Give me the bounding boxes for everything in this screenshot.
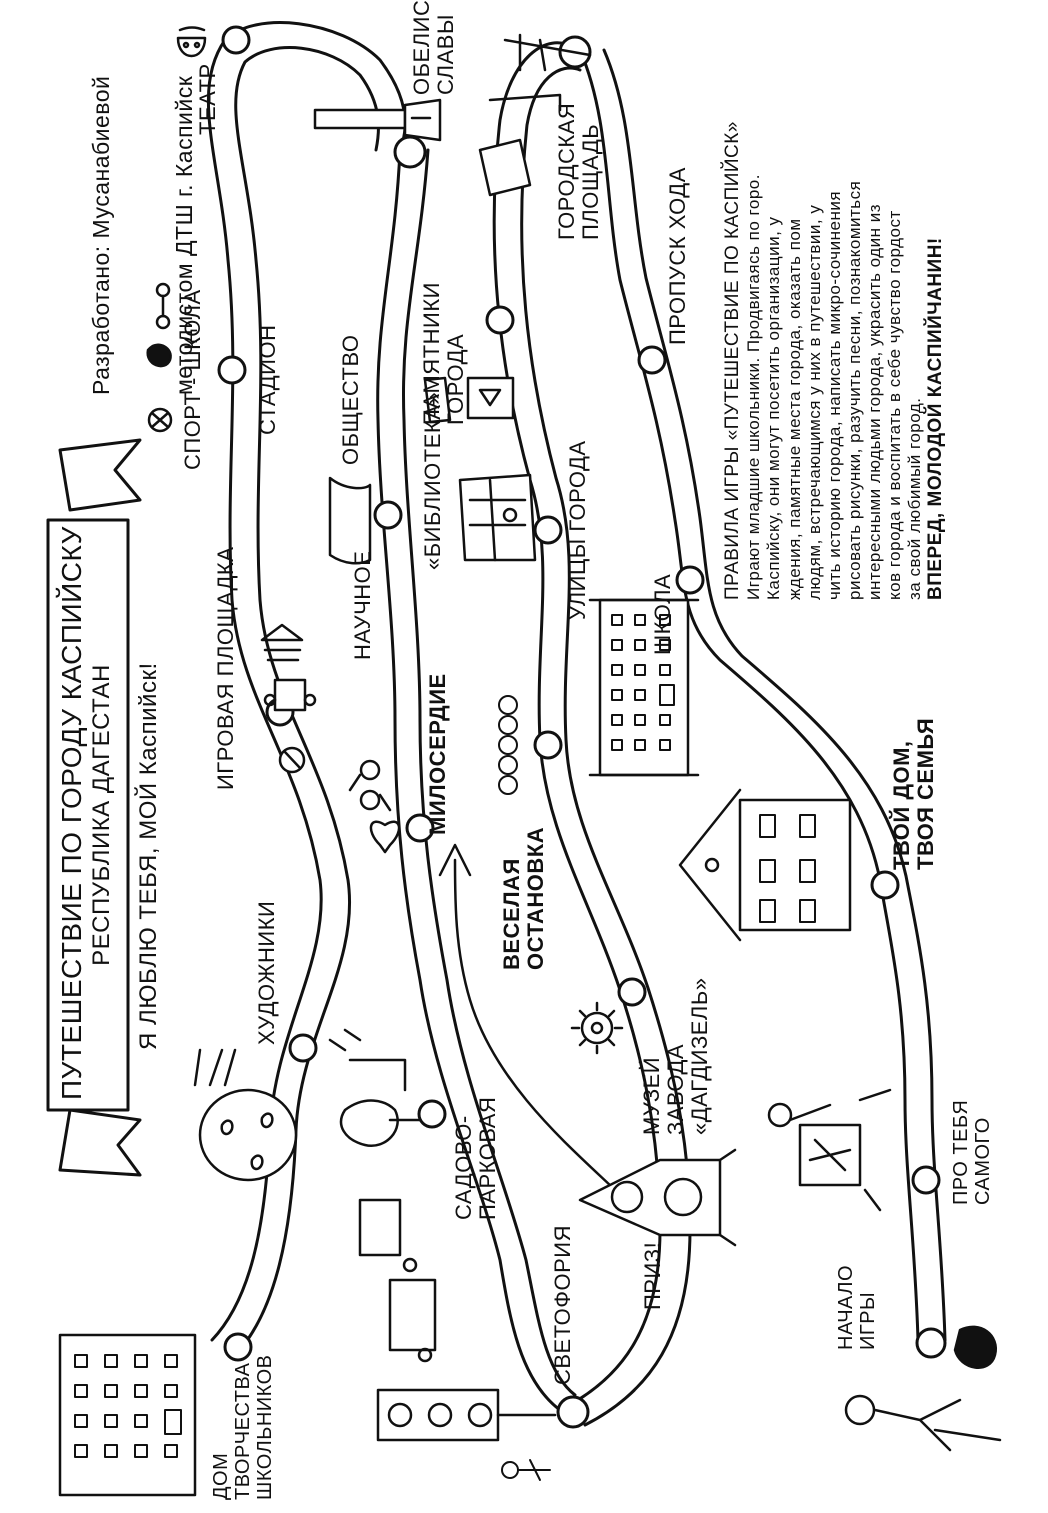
painter-icon — [767, 1088, 892, 1212]
circle-sadovo — [417, 1099, 447, 1129]
library-icon — [328, 473, 537, 565]
title-banner-shape — [46, 438, 142, 1177]
station-label-teatr: ТЕАТР — [195, 63, 220, 135]
boy-with-dog-icon — [844, 1325, 1002, 1452]
title-line-2: РЕСПУБЛИКА ДАГЕСТАН — [88, 664, 115, 966]
rules-closing: ВПЕРЕД, МОЛОДОЙ КАСПИЙЧАНИН! — [924, 237, 946, 600]
city-square-icon — [478, 33, 592, 197]
creativity-house-icon — [58, 1333, 197, 1497]
circle-propusk — [637, 345, 667, 375]
station-label-tvoy-dom: ТВОЙ ДОМ, ТВОЯ СЕМЬЯ — [889, 717, 939, 870]
station-label-ulitsy: УЛИЦЫ ГОРОДА — [565, 440, 590, 620]
station-label-veselaya: ВЕСЕЛАЯ ОСТАНОВКА — [499, 826, 549, 970]
motto: Я ЛЮБЛЮ ТЕБЯ, МОЙ Каспийск! — [135, 662, 162, 1050]
theatre-masks-icon — [176, 26, 207, 58]
station-label-propusk: ПРОПУСК ХОДА — [665, 167, 690, 345]
mercy-icon — [348, 759, 401, 854]
cars-icon — [358, 1198, 437, 1363]
palette-icon — [193, 1048, 298, 1182]
circle-miloserdie — [405, 813, 435, 843]
funny-faces-icon — [498, 695, 518, 795]
circle-obelisk — [393, 135, 427, 169]
station-label-shkola: ШКОЛА — [650, 573, 675, 655]
station-label-miloserdie: МИЛОСЕРДИЕ — [425, 673, 450, 835]
station-label-igrovaya: ИГРОВАЯ ПЛОЩАДКА — [213, 546, 238, 790]
station-label-muzey: МУЗЕЙ ЗАВОДА «ДАГДИЗЕЛЬ» — [639, 977, 713, 1135]
circle-pro-tebya — [911, 1165, 941, 1195]
circle-shkola — [675, 565, 705, 595]
circle-dom-tvorchestva — [223, 1332, 253, 1362]
traffic-light-icon — [376, 1388, 557, 1442]
station-label-priz: ПРИЗ! — [640, 1241, 665, 1310]
trees-icon — [328, 1028, 422, 1148]
title-line-1: ПУТЕШЕСТВИЕ ПО ГОРОДУ КАСПИЙСКУ — [56, 526, 87, 1100]
station-label-obelisk: ОБЕЛИСК СЛАВЫ — [409, 0, 459, 95]
station-label-sadovo: САДОВО- ПАРКОВАЯ — [451, 1096, 501, 1220]
station-label-stadion: СТАДИОН — [255, 324, 280, 435]
rules-block: ПРАВИЛА ИГРЫ «ПУТЕШЕСТВИЕ ПО КАСПИЙСК» И… — [722, 121, 947, 600]
gear-icon — [570, 1001, 624, 1055]
station-label-gorodskaya: ГОРОДСКАЯ ПЛОЩАДЬ — [554, 102, 604, 240]
circle-muzey — [617, 977, 647, 1007]
station-label-khudozhniki: ХУДОЖНИКИ — [254, 900, 279, 1045]
station-label-pamyatniki: ПАМЯТНИКИ ГОРОДА — [419, 282, 469, 425]
circle-nachalo — [915, 1327, 947, 1359]
circle-nauchnoe — [373, 500, 403, 530]
circle-pamyatniki — [485, 305, 515, 335]
school-building-icon — [588, 598, 700, 777]
shortcut-arrow — [438, 843, 642, 1217]
obelisk-icon — [313, 98, 442, 142]
station-label-nauchnoe: НАУЧНОЕ — [350, 550, 375, 660]
station-label-obshchestvo: ОБЩЕСТВО — [338, 334, 363, 466]
circle-khudozhniki — [288, 1033, 318, 1063]
rules-heading: ПРАВИЛА ИГРЫ «ПУТЕШЕСТВИЕ ПО КАСПИЙСК» — [722, 121, 743, 600]
station-label-nachalo: НАЧАЛО ИГРЫ — [835, 1264, 879, 1350]
circle-tvoy-dom — [870, 870, 900, 900]
station-label-dom: ДОМ ТВОРЧЕСТВА ШКОЛЬНИКОВ — [210, 1354, 276, 1500]
rules-body: Играют младшие школьники. Продвигаясь по… — [744, 174, 924, 600]
house-icon — [678, 788, 852, 942]
circle-svetoforiya — [556, 1395, 590, 1429]
station-label-sport: СПОРТ - ШКОЛА — [180, 289, 205, 470]
circle-teatr — [221, 25, 251, 55]
sport-icons — [146, 282, 173, 433]
station-label-svetoforiya: СВЕТОФОРИЯ — [550, 1224, 575, 1385]
circle-sport — [217, 355, 247, 385]
title-banner: ПУТЕШЕСТВИЕ ПО ГОРОДУ КАСПИЙСКУ РЕСПУБЛИ… — [56, 526, 116, 1100]
circle-ulitsy — [533, 515, 563, 545]
monuments-icon — [423, 376, 515, 424]
circle-veselaya — [533, 730, 563, 760]
author-line-1: Разработано: Мусанабиевой — [88, 75, 115, 395]
station-circles — [217, 25, 947, 1429]
road-right — [578, 48, 947, 1342]
rocket-icon — [578, 1148, 737, 1247]
small-child-icon — [501, 1459, 551, 1481]
station-label-pro-tebya: ПРО ТЕБЯ САМОГО — [950, 1099, 994, 1205]
toys-icons — [260, 623, 317, 774]
